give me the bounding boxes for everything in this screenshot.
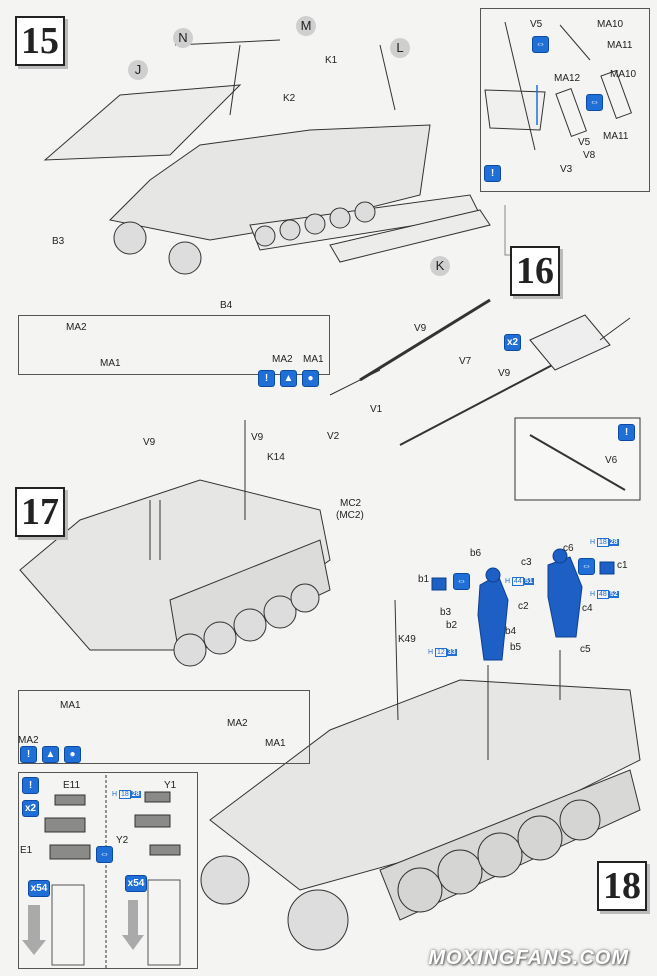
part-label: B4 — [220, 300, 233, 311]
part-label: MA10 — [610, 69, 637, 80]
part-label: MA2 — [18, 735, 39, 746]
part-label: b5 — [510, 642, 522, 653]
glue-icon: ! — [484, 165, 501, 182]
part-label: V1 — [370, 404, 383, 415]
part-label: Y1 — [164, 780, 177, 791]
track-assembly-inset — [18, 772, 198, 969]
step15-inset-drawing — [484, 21, 633, 256]
callout-K: K — [430, 256, 450, 276]
part-label: K2 — [283, 93, 296, 104]
part-label: MA1 — [265, 738, 286, 749]
step15-inset-frame — [480, 8, 650, 192]
step17-top-inset — [18, 315, 330, 375]
part-label: MA1 — [303, 354, 324, 365]
part-label: V7 — [459, 356, 472, 367]
track-assembled — [51, 879, 181, 966]
part-label: c3 — [521, 557, 532, 568]
step-number-15: 15 — [15, 16, 65, 66]
multiplier-badge: x54 — [28, 880, 50, 897]
part-label: MC2 — [340, 498, 362, 509]
glue-icon: ! — [22, 777, 39, 794]
part-label: c5 — [580, 644, 591, 655]
part-label: MA2 — [272, 354, 293, 365]
glue-icon: ! — [618, 424, 635, 441]
part-label: MA11 — [603, 131, 629, 142]
part-label: V9 — [414, 323, 427, 334]
flip-icon: ⇔ — [532, 36, 549, 53]
part-label: V6 — [605, 455, 618, 466]
part-label: K1 — [325, 55, 338, 66]
callout-M: M — [296, 16, 316, 36]
part-label: V9 — [498, 368, 511, 379]
step18-vehicle — [200, 599, 641, 951]
part-label: Y2 — [116, 835, 129, 846]
part-label: MA2 — [227, 718, 248, 729]
callout-J: J — [128, 60, 148, 80]
step17-vehicle — [19, 420, 331, 667]
cement-icon: ▲ — [42, 746, 59, 763]
step-number-17: 17 — [15, 487, 65, 537]
part-label: V5 — [530, 19, 543, 30]
part-label: MA1 — [100, 358, 121, 369]
part-label: b2 — [446, 620, 458, 631]
part-label: b3 — [440, 607, 452, 618]
part-label: c2 — [518, 601, 529, 612]
step17-bottom-inset — [18, 690, 310, 764]
step15-vehicle — [43, 39, 491, 275]
part-label: V3 — [560, 164, 573, 175]
step16-drawing — [329, 298, 631, 446]
flip-icon: ⇔ — [578, 558, 595, 575]
part-label: MA10 — [597, 19, 624, 30]
part-label: E11 — [63, 780, 81, 791]
paint-drop-icon: ● — [64, 746, 81, 763]
step-number-18: 18 — [597, 861, 647, 911]
part-label: V9 — [251, 432, 264, 443]
part-label: MA11 — [607, 40, 633, 51]
crew-figures — [431, 548, 615, 661]
part-label: c6 — [563, 543, 574, 554]
flip-icon: ⇔ — [96, 846, 113, 863]
part-label: V2 — [327, 431, 340, 442]
multiplier-badge: x54 — [125, 875, 147, 892]
track-links — [44, 791, 181, 860]
part-label: c4 — [582, 603, 593, 614]
cement-icon: ▲ — [280, 370, 297, 387]
part-label: MA2 — [66, 322, 87, 333]
part-label: MA12 — [554, 73, 581, 84]
glue-icon: ! — [258, 370, 275, 387]
part-label: E1 — [20, 845, 33, 856]
multiplier-badge: x2 — [504, 334, 521, 351]
part-label: b4 — [505, 626, 517, 637]
part-label: MA1 — [60, 700, 81, 711]
part-label: (MC2) — [336, 510, 364, 521]
part-label: K49 — [398, 634, 416, 645]
callout-N: N — [173, 28, 193, 48]
step-number-16: 16 — [510, 246, 560, 296]
part-label: V5 — [578, 137, 591, 148]
part-label: b6 — [470, 548, 482, 559]
part-label: c1 — [617, 560, 628, 571]
callout-L: L — [390, 38, 410, 58]
flip-icon: ⇔ — [586, 94, 603, 111]
part-label: V8 — [583, 150, 596, 161]
glue-icon: ! — [20, 746, 37, 763]
multiplier-badge: x2 — [22, 800, 39, 817]
part-label: B3 — [52, 236, 65, 247]
part-label: V9 — [143, 437, 156, 448]
part-label: b1 — [418, 574, 430, 585]
paint-drop-icon: ● — [302, 370, 319, 387]
part-label: K14 — [267, 452, 285, 463]
watermark: MOXINGFANS.COM — [428, 947, 629, 969]
flip-icon: ⇔ — [453, 573, 470, 590]
